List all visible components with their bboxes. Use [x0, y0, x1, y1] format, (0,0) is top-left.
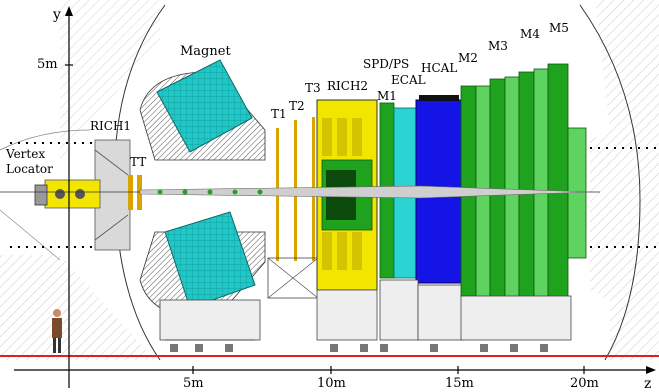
label-rich2: RICH2 — [327, 79, 369, 93]
label-t3: T3 — [305, 81, 321, 95]
label-t2: T2 — [289, 99, 305, 113]
z-tick-10m: 10m — [317, 376, 346, 391]
person-scale-figure — [52, 309, 62, 353]
support-wheels — [170, 344, 548, 352]
label-vertex-locator: Vertex Locator — [6, 147, 53, 176]
cavern-walls — [0, 0, 659, 361]
y-axis-label: y — [53, 7, 61, 23]
vertex-locator-rich1-region — [34, 139, 142, 251]
rich2 — [316, 99, 378, 341]
z-tick-5m: 5m — [183, 376, 204, 391]
y-tick-5m: 5m — [37, 57, 58, 72]
axes — [14, 6, 656, 388]
label-tt: TT — [130, 155, 147, 169]
label-m1: M1 — [377, 89, 397, 103]
label-magnet: Magnet — [180, 44, 231, 59]
label-spd-ps: SPD/PS — [363, 57, 410, 71]
magnet — [139, 59, 266, 341]
label-t1: T1 — [271, 107, 287, 121]
reference-dotted-lines — [10, 142, 659, 248]
tracking-stations — [267, 117, 319, 299]
beam-pipe — [0, 185, 600, 199]
label-m5: M5 — [549, 21, 569, 35]
calorimeters — [379, 95, 464, 341]
label-ecal: ECAL — [391, 73, 426, 87]
z-axis-label: z — [644, 376, 652, 392]
label-rich1: RICH1 — [90, 119, 132, 133]
z-tick-20m: 20m — [570, 376, 599, 391]
label-m2: M2 — [458, 51, 478, 65]
z-tick-15m: 15m — [445, 376, 474, 391]
label-m3: M3 — [488, 39, 508, 53]
muon-stations — [460, 63, 587, 341]
label-m4: M4 — [520, 27, 540, 41]
label-hcal: HCAL — [421, 61, 458, 75]
